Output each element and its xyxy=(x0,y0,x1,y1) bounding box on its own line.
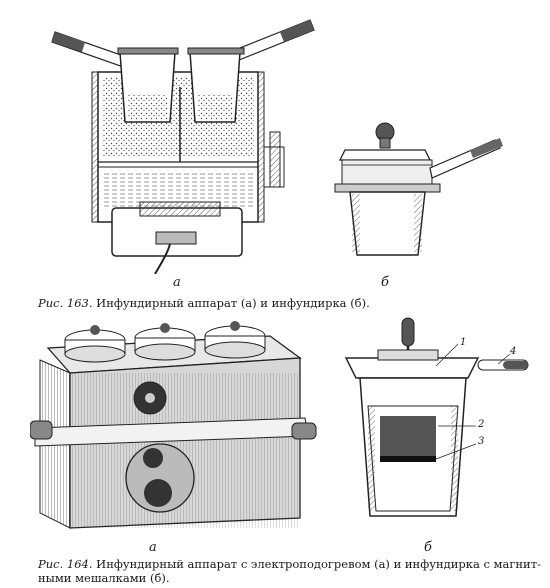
fig163-caption-text: Инфундирный аппарат (а) и инфундирка (б)… xyxy=(96,296,370,310)
fig164b-callout-3: 3 xyxy=(478,436,485,447)
fig164b-callout-4: 4 xyxy=(510,346,517,357)
fig164b-magnetic-infundirka-drawing xyxy=(338,316,538,530)
fig164-caption-line1: Инфундирный аппарат с электроподогревом … xyxy=(96,557,541,571)
fig164b-callout-1: 1 xyxy=(460,337,467,348)
fig164-label-a: а xyxy=(149,540,157,555)
fig164-caption-prefix: Рис. 164. xyxy=(38,557,93,571)
fig163-label-b: б xyxy=(381,275,389,290)
fig164-caption-line2: ными мешалками (б). xyxy=(38,571,170,585)
fig163a-apparatus-drawing xyxy=(40,12,330,274)
fig163-caption: Рис. 163. Инфундирный аппарат (а) и инфу… xyxy=(38,296,370,310)
fig164a-electric-apparatus-drawing xyxy=(30,318,320,533)
fig163b-infundirka-drawing xyxy=(330,110,530,260)
fig164-caption: Рис. 164. Инфундирный аппарат с электроп… xyxy=(38,557,548,585)
fig163-caption-prefix: Рис. 163. xyxy=(38,296,93,310)
fig164-label-b: б xyxy=(424,540,432,555)
fig164b-callout-2: 2 xyxy=(478,419,485,430)
fig163-label-a: а xyxy=(173,275,181,290)
